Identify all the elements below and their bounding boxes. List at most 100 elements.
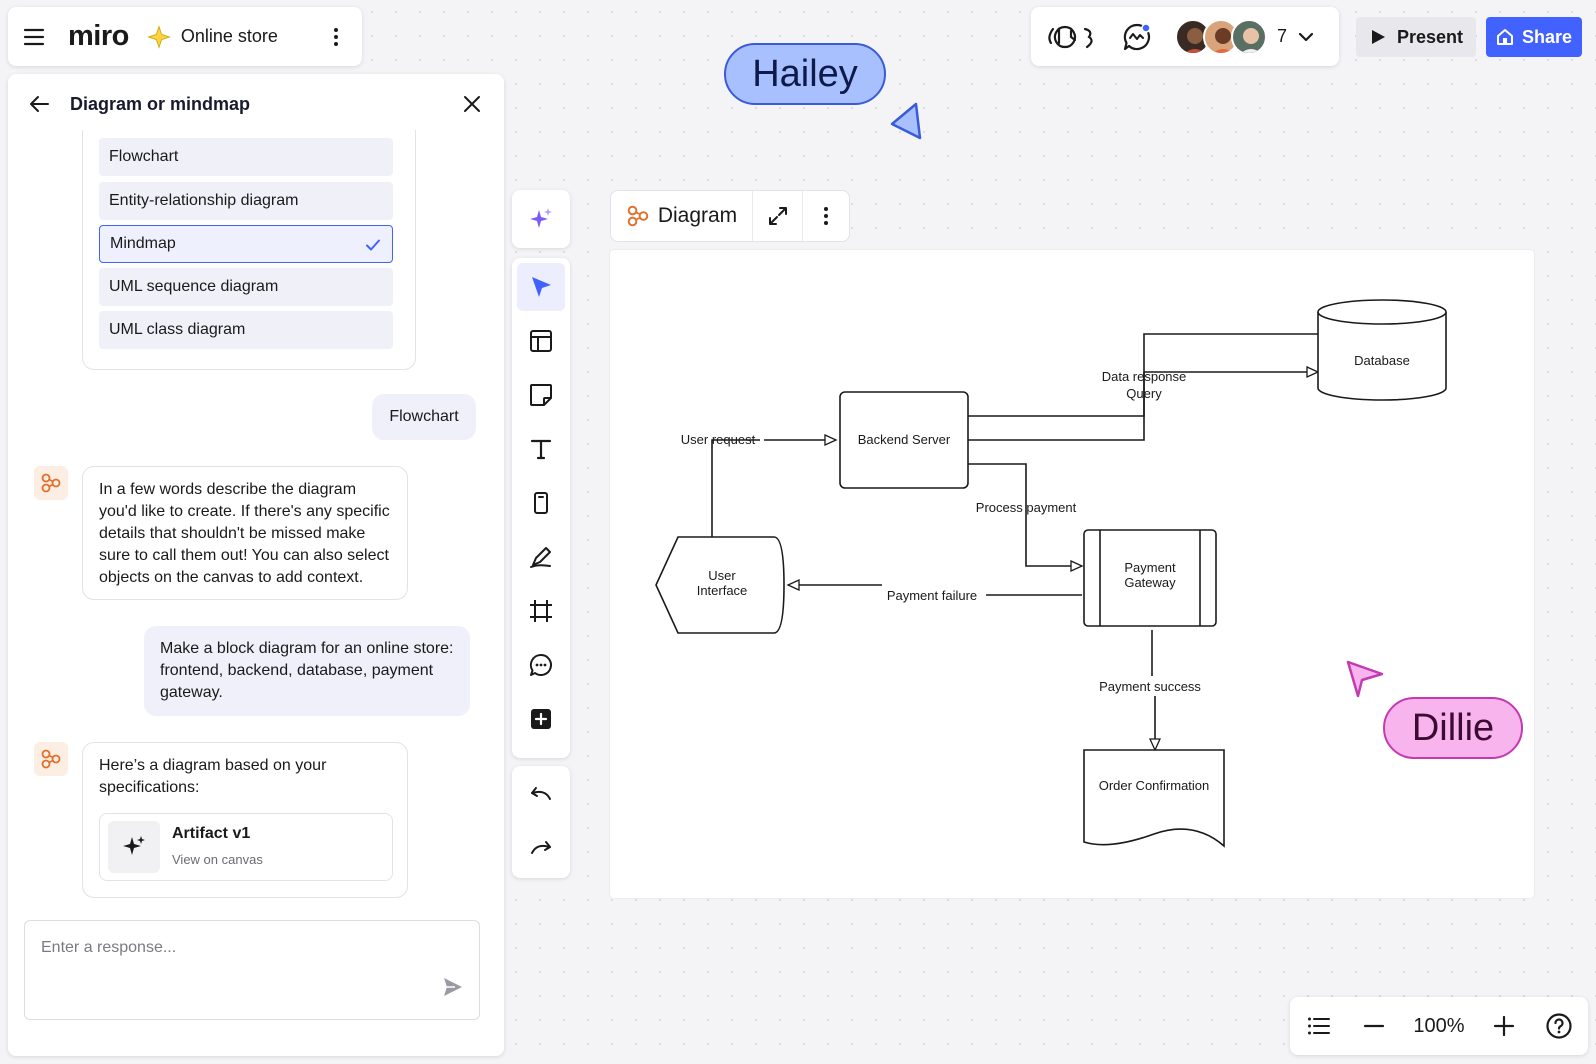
panel-header: Diagram or mindmap (8, 74, 504, 134)
outline-button[interactable] (1304, 1011, 1334, 1041)
panel-title: Diagram or mindmap (70, 93, 251, 114)
hamburger-menu-icon[interactable] (22, 25, 46, 49)
option-label: UML sequence diagram (109, 278, 279, 295)
diagram-icon (41, 749, 61, 769)
ai-assist-button[interactable] (517, 195, 565, 243)
node-database[interactable] (1317, 299, 1447, 401)
reactions-timer-icon[interactable] (1045, 21, 1101, 53)
option-label: UML class diagram (109, 321, 246, 338)
comment-tool[interactable] (517, 641, 565, 689)
arrow-left-icon[interactable] (28, 92, 52, 116)
label-gateway-line1: Payment (1124, 560, 1176, 575)
sparkle-icon (147, 24, 171, 49)
list-icon (1308, 1017, 1330, 1035)
checkmark-icon (366, 239, 380, 251)
card-shape-icon (534, 492, 548, 514)
node-user-interface[interactable] (655, 536, 785, 634)
main-toolbar (512, 258, 570, 758)
expand-button[interactable] (753, 191, 803, 241)
edge-label-data-response: Data response (1102, 369, 1187, 384)
ai-avatar (34, 742, 68, 776)
more-vertical-icon[interactable] (324, 25, 348, 49)
pen-tool[interactable] (517, 533, 565, 581)
activity-chat-icon[interactable] (1121, 21, 1153, 53)
diagram-frame[interactable]: Database Backend Server User Interface P… (610, 250, 1534, 898)
present-label: Present (1396, 26, 1464, 47)
option-mindmap[interactable]: Mindmap (99, 225, 393, 263)
app-bar: miro Online store (8, 7, 362, 66)
zoom-in-button[interactable] (1489, 1011, 1519, 1041)
option-uml-class[interactable]: UML class diagram (99, 311, 393, 349)
node-backend-server[interactable] (839, 391, 969, 489)
pen-icon (530, 547, 551, 568)
more-vertical-icon (824, 207, 828, 225)
artifact-card[interactable]: Artifact v1 View on canvas (99, 813, 393, 881)
cursor-pointer-icon (890, 102, 922, 140)
miro-logo[interactable]: miro (68, 20, 129, 52)
flowchart-canvas: Database Backend Server User Interface P… (655, 299, 1447, 848)
avatar (1231, 18, 1267, 55)
option-flowchart[interactable]: Flowchart (99, 138, 393, 176)
ai-message-prompt: In a few words describe the diagram you'… (82, 466, 408, 600)
help-button[interactable] (1544, 1011, 1574, 1041)
node-payment-gateway[interactable] (1083, 529, 1217, 627)
close-icon[interactable] (460, 92, 484, 116)
ai-diagram-panel: Diagram or mindmap Flowchart Entity-rela… (8, 74, 504, 1056)
sticky-note-icon (530, 384, 552, 406)
undo-button[interactable] (517, 771, 565, 819)
diagram-toolbar: Diagram (610, 190, 850, 242)
collaboration-bar: 7 (1031, 7, 1339, 66)
zoom-level[interactable]: 100% (1413, 1014, 1465, 1037)
cursor-tag-hailey: Hailey (724, 43, 886, 105)
reply-text: Here’s a diagram based on your specifica… (99, 757, 327, 796)
label-ui-line2: Interface (697, 583, 748, 598)
undo-icon (531, 787, 551, 800)
node-order-confirmation[interactable] (1083, 749, 1225, 848)
present-button[interactable]: Present (1356, 17, 1476, 57)
select-tool[interactable] (517, 263, 565, 311)
response-input[interactable] (25, 921, 479, 1019)
help-icon (1546, 1013, 1572, 1039)
artifact-thumb (108, 821, 160, 873)
artifact-subtitle: View on canvas (172, 852, 263, 867)
label-gateway-line2: Gateway (1124, 575, 1176, 590)
cursor-tag-dillie: Dillie (1383, 697, 1523, 759)
ai-message-reply: Here’s a diagram based on your specifica… (82, 742, 408, 898)
ai-tool-group (512, 190, 570, 248)
play-icon (1371, 30, 1385, 44)
share-button[interactable]: Share (1486, 17, 1582, 57)
option-uml-sequence[interactable]: UML sequence diagram (99, 268, 393, 306)
collaborator-count: 7 (1277, 26, 1288, 46)
redo-button[interactable] (517, 825, 565, 873)
edge-label-user-request: User request (681, 432, 756, 447)
frame-tool[interactable] (517, 587, 565, 635)
send-icon[interactable] (441, 975, 465, 999)
templates-tool[interactable] (517, 317, 565, 365)
shape-tool[interactable] (517, 479, 565, 527)
more-tools-button[interactable] (517, 695, 565, 743)
option-label: Mindmap (110, 235, 176, 252)
edge-label-process-payment: Process payment (976, 500, 1077, 515)
ai-sparkle-icon (530, 208, 552, 228)
option-entity-relationship[interactable]: Entity-relationship diagram (99, 182, 393, 220)
edge-label-payment-success: Payment success (1099, 679, 1201, 694)
zoom-out-button[interactable] (1359, 1011, 1389, 1041)
diagram-label-button[interactable]: Diagram (611, 191, 753, 241)
frame-icon (530, 600, 552, 622)
sticky-note-tool[interactable] (517, 371, 565, 419)
collaborator-avatars[interactable] (1175, 18, 1267, 55)
diagram-more-button[interactable] (803, 191, 849, 241)
expand-icon (768, 207, 787, 225)
plus-icon (1494, 1015, 1515, 1037)
history-toolbar (512, 766, 570, 878)
edge-query (952, 372, 1145, 447)
diagram-icon (41, 473, 61, 493)
chevron-down-icon[interactable] (1295, 26, 1317, 48)
plus-square-icon (531, 709, 551, 729)
comment-icon (529, 653, 552, 676)
board-name[interactable]: Online store (180, 26, 278, 46)
text-tool[interactable] (517, 425, 565, 473)
label-ui-line1: User (708, 568, 736, 583)
text-icon (530, 439, 552, 460)
edge-process-payment (952, 463, 1084, 573)
